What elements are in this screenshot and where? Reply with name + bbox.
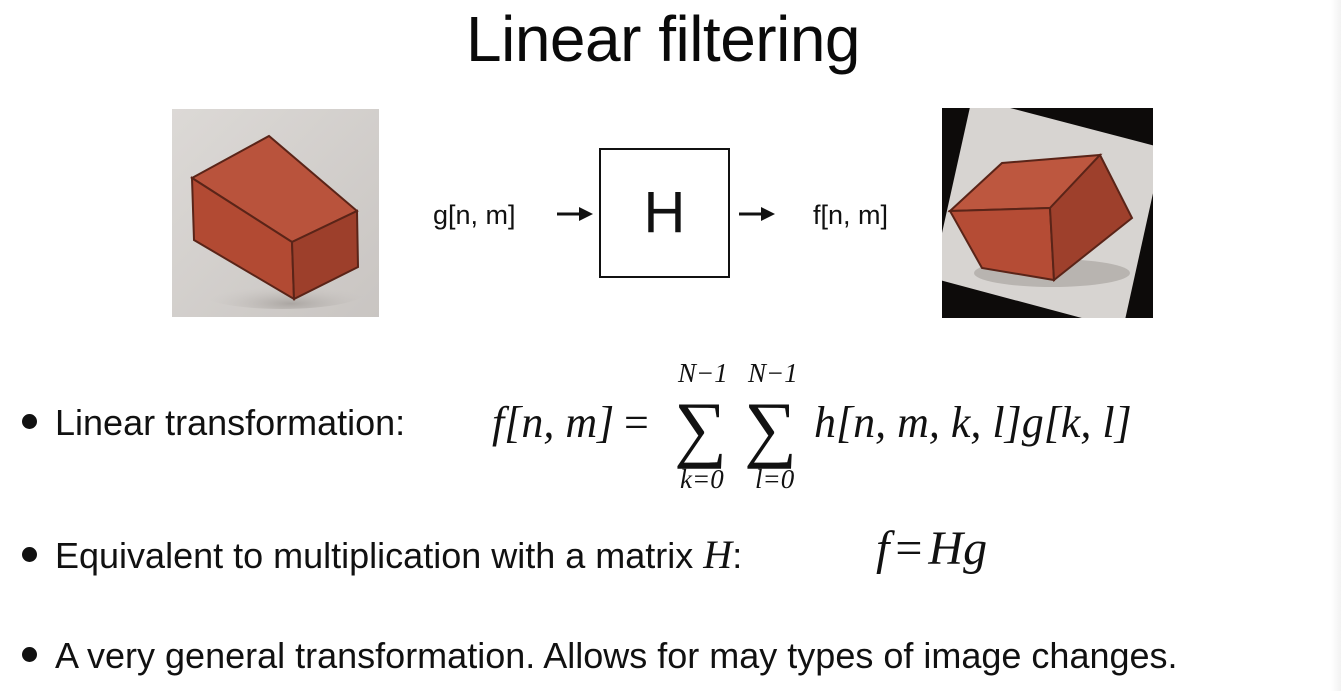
bullet-dot xyxy=(22,413,37,429)
bullet-matrix-multiplication: Equivalent to multiplication with a matr… xyxy=(22,531,1322,578)
bullet-text: Linear transformation: xyxy=(55,402,406,443)
bullet-dot xyxy=(22,546,37,562)
matrix-equation-lhs: f xyxy=(876,522,890,575)
system-label: H xyxy=(643,180,686,245)
rotated-brick-photo-icon xyxy=(942,108,1153,318)
linear-transformation-equation: f[n, m] = N−1 ∑ k=0 N−1 ∑ l=0 h[n, m, k,… xyxy=(490,355,1132,495)
right-arrow-icon xyxy=(557,207,593,221)
input-signal-label: g[n, m] xyxy=(433,200,516,230)
matrix-equation-rhs: Hg xyxy=(928,522,988,575)
bullet-dot xyxy=(22,646,37,662)
matrix-symbol: H xyxy=(703,532,733,577)
equation-equals: = xyxy=(624,398,649,447)
output-rotated-brick-image xyxy=(942,108,1153,318)
system-h-box: H xyxy=(599,148,730,278)
summation-formula: f[n, m] = N−1 ∑ k=0 N−1 ∑ l=0 h[n, m, k,… xyxy=(492,358,1132,494)
bullet-suffix: : xyxy=(732,535,743,576)
bullet-text: Equivalent to multiplication with a matr… xyxy=(55,535,694,576)
output-signal-label: f[n, m] xyxy=(813,200,889,230)
sum1-lower-limit: k=0 xyxy=(680,464,724,494)
sum2-symbol: ∑ xyxy=(744,388,797,470)
matrix-equation-equals: = xyxy=(895,522,923,575)
input-brick-image xyxy=(172,109,379,317)
bullet-linear-transformation: Linear transformation: xyxy=(22,402,1322,444)
slide-title: Linear filtering xyxy=(466,3,861,75)
matrix-equation: f=Hg xyxy=(876,521,987,576)
right-arrow-icon xyxy=(739,207,775,221)
slide-edge-shadow xyxy=(1331,0,1341,691)
sum1-upper-limit: N−1 xyxy=(677,358,728,388)
sum2-upper-limit: N−1 xyxy=(747,358,798,388)
sum2-lower-limit: l=0 xyxy=(755,464,795,494)
equation-lhs: f[n, m] xyxy=(492,398,614,447)
bullet-general-transformation: A very general transformation. Allows fo… xyxy=(22,635,1322,677)
brick-photo-icon xyxy=(172,109,379,317)
equation-rhs: h[n, m, k, l]g[k, l] xyxy=(814,398,1132,447)
bullet-text: A very general transformation. Allows fo… xyxy=(55,635,1178,676)
sum1-symbol: ∑ xyxy=(674,388,727,470)
